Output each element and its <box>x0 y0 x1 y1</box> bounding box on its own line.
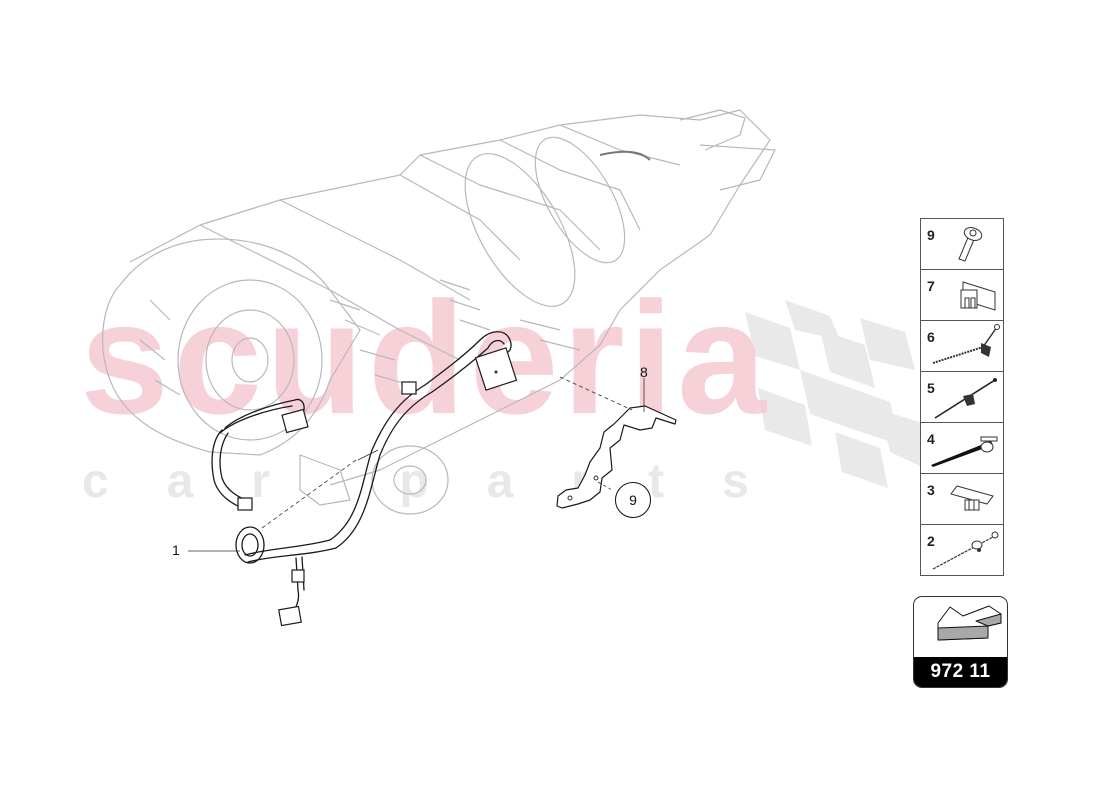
legend-item-3[interactable]: 3 <box>921 474 1003 525</box>
arrow-block-icon <box>937 605 1002 641</box>
legend-item-number: 9 <box>927 227 935 243</box>
reference-number: 972 11 <box>914 657 1007 687</box>
callout-1[interactable]: 1 <box>172 542 180 558</box>
legend-item-number: 7 <box>927 278 935 294</box>
callout-8[interactable]: 8 <box>640 364 648 380</box>
plate-clip-icon <box>950 485 994 511</box>
cable-tie-icon <box>932 531 999 570</box>
legend-item-number: 5 <box>927 380 935 396</box>
legend-item-number: 2 <box>927 533 935 549</box>
legend-item-number: 4 <box>927 431 935 447</box>
bolt-icon <box>958 227 983 262</box>
legend-item-9[interactable]: 9 <box>921 219 1003 270</box>
cable-tie-with-holder-icon <box>932 324 1000 364</box>
callout-9[interactable]: 9 <box>615 482 651 518</box>
callout-9-label: 9 <box>629 492 637 508</box>
clip-bracket-icon <box>960 281 996 311</box>
cable-tie-with-clip-icon <box>934 378 997 419</box>
reference-group-box[interactable]: 972 11 <box>913 596 1008 688</box>
legend-item-4[interactable]: 4 <box>921 423 1003 474</box>
legend-item-number: 3 <box>927 482 935 498</box>
cable-tie-with-mount-icon <box>931 436 998 467</box>
legend-item-number: 6 <box>927 329 935 345</box>
legend-item-7[interactable]: 7 <box>921 270 1003 321</box>
legend-item-5[interactable]: 5 <box>921 372 1003 423</box>
legend-item-6[interactable]: 6 <box>921 321 1003 372</box>
legend-item-2[interactable]: 2 <box>921 525 1003 575</box>
parts-legend: 9 7 6 <box>920 218 1004 576</box>
